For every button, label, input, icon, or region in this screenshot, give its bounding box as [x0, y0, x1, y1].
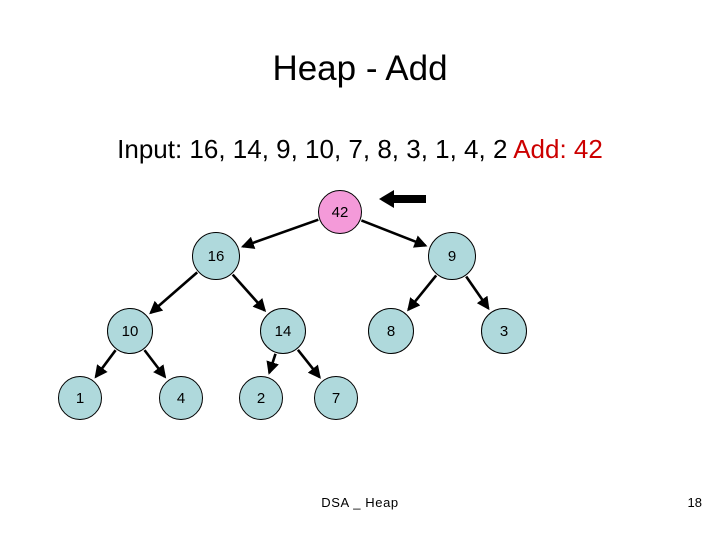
tree-node-14[interactable]: 14	[260, 308, 306, 354]
tree-node-7[interactable]: 7	[314, 376, 358, 420]
tree-node-label: 2	[256, 389, 266, 407]
tree-node-label: 3	[499, 322, 509, 340]
tree-node-8[interactable]: 8	[368, 308, 414, 354]
tree-node-label: 1	[75, 389, 85, 407]
tree-edge	[231, 273, 267, 313]
tree-node-label: 42	[331, 203, 349, 221]
tree-node-label: 10	[121, 322, 139, 340]
tree-node-label: 4	[176, 389, 186, 407]
tree-node-42[interactable]: 42	[318, 190, 362, 234]
tree-node-9[interactable]: 9	[428, 232, 476, 280]
page-number: 18	[687, 495, 702, 510]
input-sequence-text: Input: 16, 14, 9, 10, 7, 8, 3, 1, 4, 2	[117, 134, 514, 164]
tree-edge	[143, 349, 167, 379]
tree-node-10[interactable]: 10	[107, 308, 153, 354]
tree-node-label: 16	[207, 247, 225, 265]
tree-edge	[465, 275, 490, 311]
tree-node-3[interactable]: 3	[481, 308, 527, 354]
input-summary-line: Input: 16, 14, 9, 10, 7, 8, 3, 1, 4, 2 A…	[0, 133, 720, 165]
tree-node-1[interactable]: 1	[58, 376, 102, 420]
tree-edge	[240, 218, 319, 249]
tree-node-16[interactable]: 16	[192, 232, 240, 280]
tree-edge	[149, 271, 199, 315]
tree-node-label: 8	[386, 322, 396, 340]
tree-node-2[interactable]: 2	[239, 376, 283, 420]
footer-label: DSA _ Heap	[321, 495, 399, 510]
tree-edge	[94, 349, 117, 379]
tree-edge	[407, 274, 438, 312]
tree-edge	[360, 219, 428, 248]
insert-arrow-icon	[379, 190, 426, 208]
tree-node-label: 7	[331, 389, 341, 407]
tree-edge	[296, 348, 321, 379]
tree-edge	[266, 353, 279, 375]
add-value-text: Add: 42	[513, 134, 603, 164]
page-title: Heap - Add	[272, 49, 448, 88]
tree-node-4[interactable]: 4	[159, 376, 203, 420]
tree-node-label: 14	[274, 322, 292, 340]
tree-node-label: 9	[447, 247, 457, 265]
